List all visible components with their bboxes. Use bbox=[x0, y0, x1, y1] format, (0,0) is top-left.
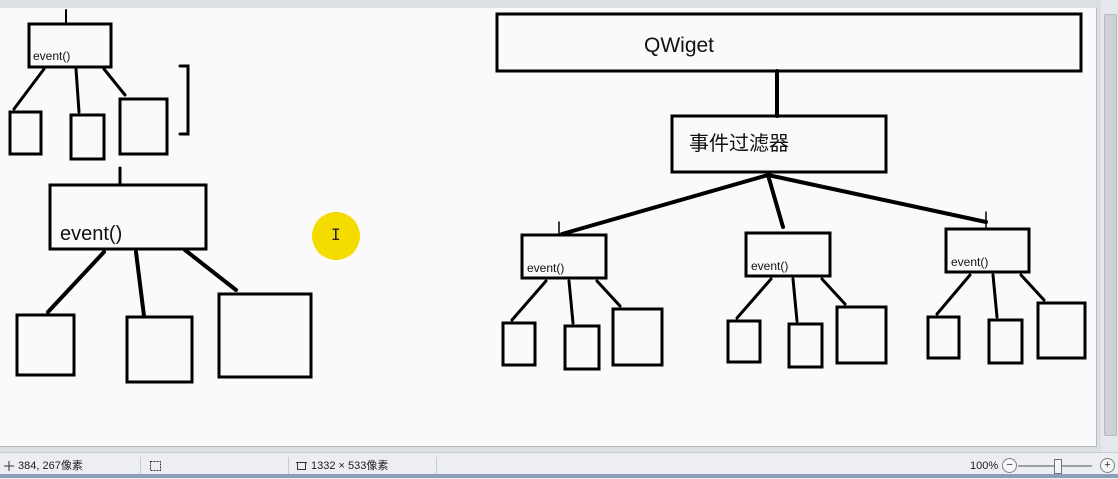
cursor-highlight bbox=[312, 212, 360, 260]
child-box bbox=[987, 318, 1024, 365]
event-filter-label: 事件过滤器 bbox=[689, 132, 789, 155]
child-box bbox=[611, 307, 664, 367]
event-box bbox=[520, 233, 608, 280]
connector bbox=[766, 173, 785, 229]
connector bbox=[595, 279, 622, 308]
event-label: event() bbox=[751, 259, 788, 273]
zoom-slider-handle[interactable] bbox=[1054, 459, 1062, 474]
status-divider bbox=[436, 457, 437, 475]
connector bbox=[791, 277, 799, 323]
child-box bbox=[15, 313, 76, 377]
connector bbox=[183, 248, 238, 292]
zoom-slider[interactable] bbox=[1018, 459, 1092, 474]
connector bbox=[567, 279, 575, 325]
cursor-position-readout: 384, 267像素 bbox=[4, 458, 83, 474]
cursor-position-text: 384, 267像素 bbox=[18, 460, 83, 472]
child-box bbox=[787, 322, 824, 369]
child-box bbox=[118, 97, 169, 156]
child-box bbox=[926, 315, 961, 360]
connector bbox=[74, 67, 81, 114]
connector bbox=[766, 173, 988, 224]
event-diagram: event() event() QWiget 事件过滤器 event() eve… bbox=[8, 9, 1087, 384]
event-box bbox=[27, 22, 113, 69]
connector bbox=[510, 279, 548, 322]
qwidget-label: QWiget bbox=[644, 34, 714, 57]
child-box bbox=[726, 319, 762, 364]
event-box bbox=[744, 231, 832, 278]
child-box bbox=[125, 315, 194, 384]
bracket bbox=[178, 64, 190, 136]
zoom-out-button[interactable]: − bbox=[1002, 458, 1017, 473]
crosshair-icon bbox=[4, 461, 14, 472]
image-size-icon bbox=[296, 462, 307, 471]
connector bbox=[735, 277, 773, 320]
event-label: event() bbox=[527, 261, 564, 275]
image-size-text: 1332 × 533像素 bbox=[311, 460, 389, 472]
status-divider bbox=[288, 457, 289, 475]
event-label: event() bbox=[33, 49, 70, 63]
selection-size-readout bbox=[150, 458, 165, 474]
event-box bbox=[944, 227, 1031, 274]
connector bbox=[1019, 273, 1046, 302]
drawing-page[interactable]: event() event() QWiget 事件过滤器 event() eve… bbox=[0, 8, 1097, 447]
child-box bbox=[563, 324, 601, 371]
event-label: event() bbox=[60, 223, 122, 245]
connector bbox=[134, 250, 146, 318]
connector bbox=[46, 250, 106, 314]
qwidget-box bbox=[495, 12, 1083, 73]
zoom-in-button[interactable]: + bbox=[1100, 458, 1115, 473]
connector bbox=[935, 273, 972, 316]
event-filter-box bbox=[670, 114, 888, 174]
text-cursor-icon: I bbox=[331, 225, 341, 244]
event-box bbox=[48, 183, 208, 251]
child-box bbox=[835, 305, 888, 365]
child-box bbox=[217, 292, 313, 379]
event-label: event() bbox=[951, 255, 988, 269]
connector bbox=[820, 277, 847, 306]
connector bbox=[991, 273, 999, 319]
selection-icon bbox=[150, 461, 161, 472]
scrollbar-thumb[interactable] bbox=[1104, 14, 1117, 436]
child-box bbox=[69, 113, 106, 161]
zoom-level: 100% bbox=[970, 460, 999, 472]
vertical-scrollbar[interactable] bbox=[1101, 0, 1118, 452]
image-size-readout: 1332 × 533像素 bbox=[296, 458, 388, 474]
child-box bbox=[501, 321, 537, 367]
connector bbox=[560, 173, 770, 236]
connector bbox=[12, 67, 46, 111]
child-box bbox=[1036, 301, 1087, 360]
canvas-area[interactable]: event() event() QWiget 事件过滤器 event() eve… bbox=[0, 0, 1118, 452]
child-box bbox=[8, 110, 43, 156]
taskbar-edge bbox=[0, 474, 1118, 478]
status-divider bbox=[140, 457, 141, 475]
connector bbox=[102, 67, 127, 97]
